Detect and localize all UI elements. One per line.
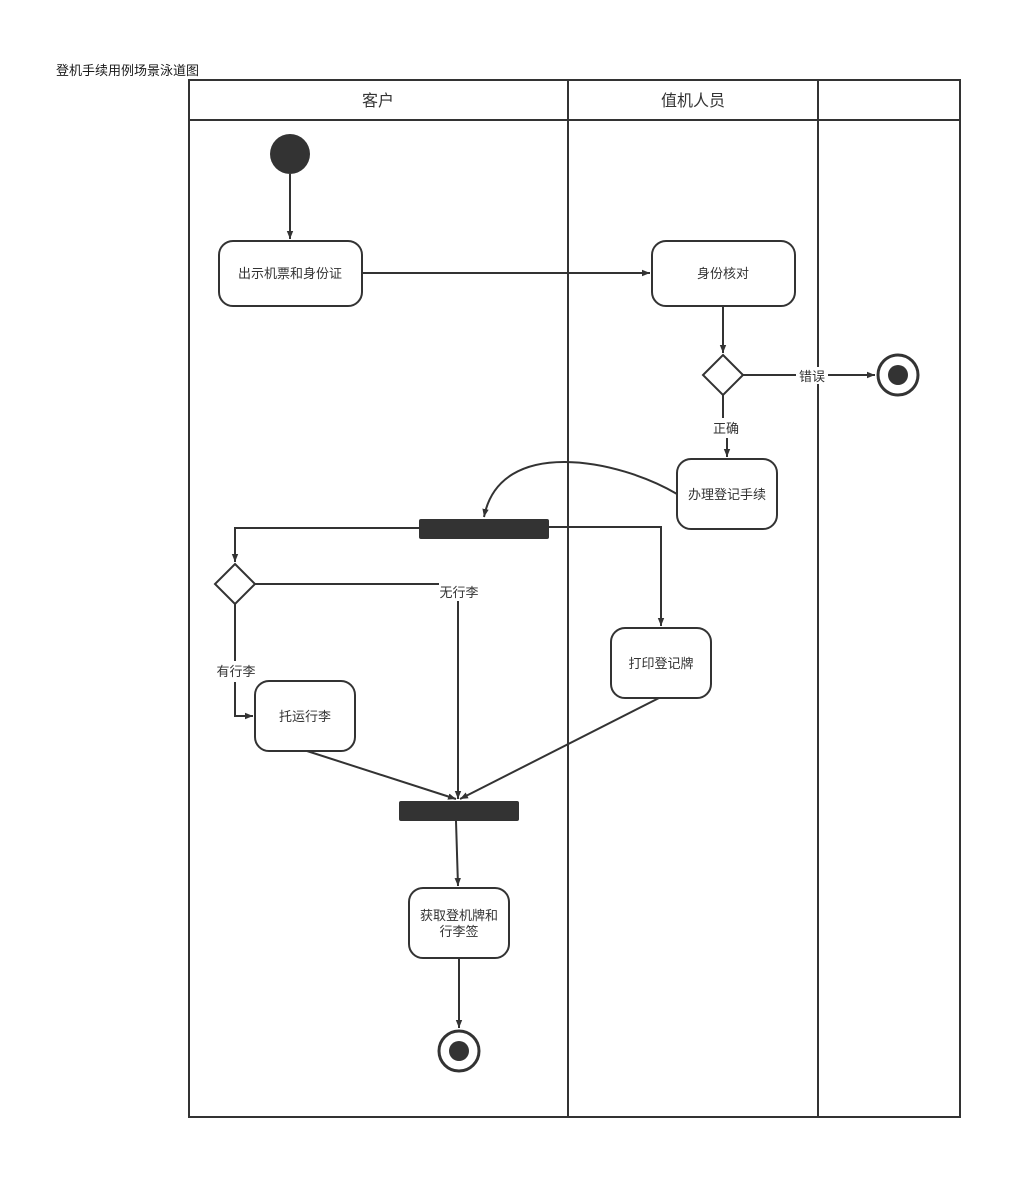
decision-verify xyxy=(701,353,745,397)
edge-correct-label: 正确 xyxy=(713,422,739,437)
action-verify-id-label: 身份核对 xyxy=(697,266,749,282)
action-get-pass-label-line2: 行李签 xyxy=(439,924,478,940)
action-get-pass-label-line1: 获取登机牌和 xyxy=(420,908,498,924)
edge-luggage-to-join xyxy=(306,750,457,800)
lane-label-agent: 值机人员 xyxy=(661,91,725,110)
end-node-error-core xyxy=(888,365,908,385)
start-node xyxy=(270,134,310,174)
action-check-luggage xyxy=(254,680,356,752)
action-process-checkin-label: 办理登记手续 xyxy=(688,488,766,503)
edge-wrong-label: 错误 xyxy=(799,370,825,385)
decision-luggage xyxy=(213,562,257,606)
edge-fork-to-decision xyxy=(231,527,419,562)
lane-label-customer: 客户 xyxy=(362,91,394,110)
swimlane-border xyxy=(188,79,961,1118)
join-bar xyxy=(399,801,519,821)
end-node-final-core xyxy=(449,1041,469,1061)
edge-has-luggage-b xyxy=(234,682,253,720)
edge-join-to-get xyxy=(454,820,461,887)
edge-wrong-label-bg xyxy=(796,367,828,384)
fork-bar xyxy=(419,519,549,539)
action-print-pass xyxy=(610,627,712,699)
swimlane-frame: 客户 值机人员 xyxy=(188,79,961,1118)
action-print-pass-label: 打印登记牌 xyxy=(628,656,693,672)
action-show-ticket-label: 出示机票和身份证 xyxy=(238,266,342,282)
edge-checkin-to-fork xyxy=(482,461,678,518)
edge-no-luggage-label: 无行李 xyxy=(439,586,478,601)
action-check-luggage-label: 托运行李 xyxy=(279,710,331,725)
edge-fork-to-print xyxy=(549,526,665,626)
edge-has-luggage-label: 有行李 xyxy=(216,665,255,680)
edge-print-to-join xyxy=(459,697,660,800)
diagram-title: 登机手续用例场景泳道图 xyxy=(56,64,200,79)
